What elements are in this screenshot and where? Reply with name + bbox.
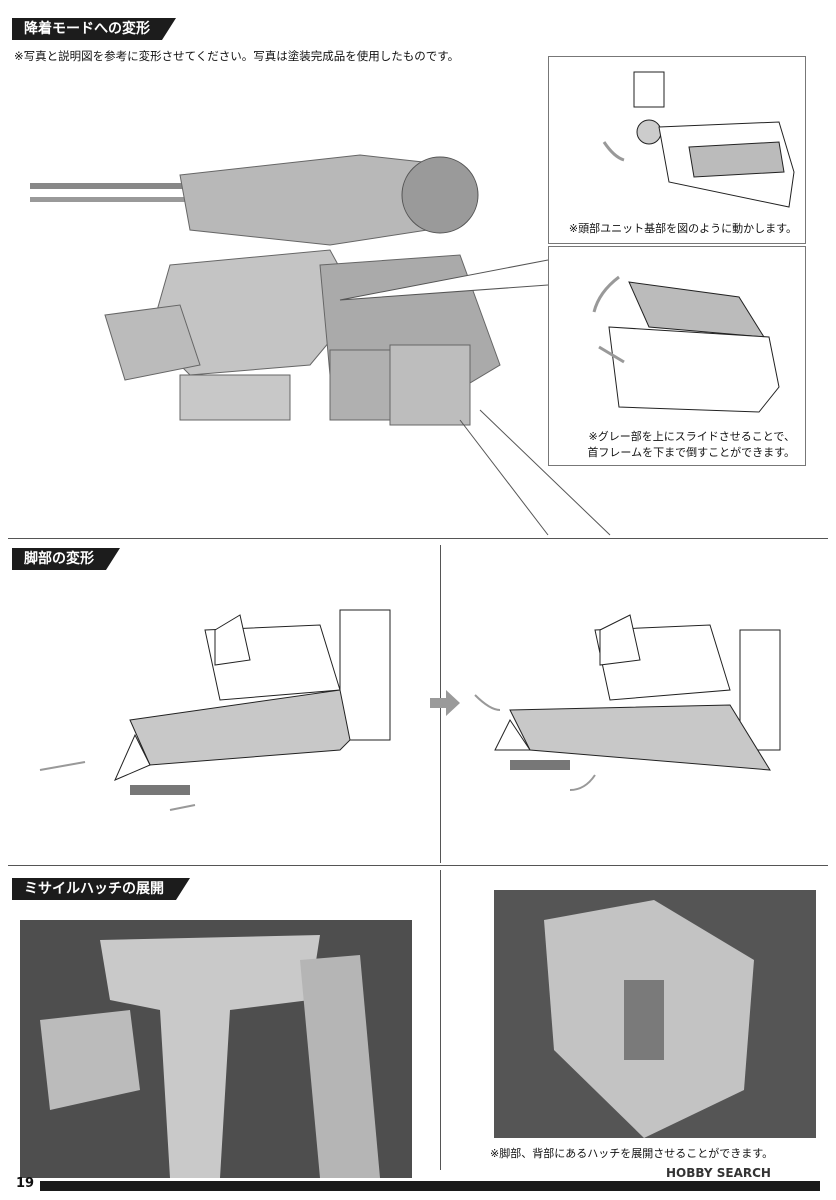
footer-brush-bar [40, 1181, 820, 1191]
divider-bottom [8, 865, 828, 866]
divider-mid-hatch [440, 870, 441, 1170]
section-note-landing-mode: ※写真と説明図を参考に変形させてください。写真は塗装完成品を使用したものです。 [14, 49, 460, 63]
missile-hatch-photo-right [494, 890, 816, 1138]
gray-slide-diagram [592, 275, 780, 413]
callout-head-unit: ※頭部ユニット基部を図のように動かします。 [548, 56, 806, 244]
hatch-photo-left-shapes [40, 935, 380, 1178]
callout-gray-slide: ※グレー部を上にスライドさせることで、 首フレームを下まで倒すことができます。 [548, 246, 806, 466]
transform-arrow-icon [430, 690, 460, 716]
head-unit-diagram [602, 71, 795, 208]
hatch-note: ※脚部、背部にあるハッチを展開させることができます。 [490, 1147, 774, 1160]
watermark: HOBBY SEARCH [666, 1166, 771, 1180]
page-number: 19 [16, 1176, 35, 1191]
section-title-leg-transform: 脚部の変形 [12, 548, 120, 570]
section-title-landing-mode: 降着モードへの変形 [12, 18, 176, 40]
missile-hatch-photo-left [20, 920, 412, 1178]
hatch-photo-right-shapes [544, 900, 754, 1138]
callout-head-unit-text: ※頭部ユニット基部を図のように動かします。 [568, 222, 797, 235]
divider-top [8, 538, 828, 539]
callout-pointer-lines [339, 259, 611, 536]
callout-gray-slide-line2: 首フレームを下まで倒すことができます。 [587, 446, 795, 459]
leg-diagram-after [474, 614, 781, 791]
leg-diagram-before [39, 609, 391, 811]
callout-gray-slide-line1: ※グレー部を上にスライドさせることで、 [588, 430, 795, 443]
section-title-missile-hatch: ミサイルハッチの展開 [12, 878, 190, 900]
